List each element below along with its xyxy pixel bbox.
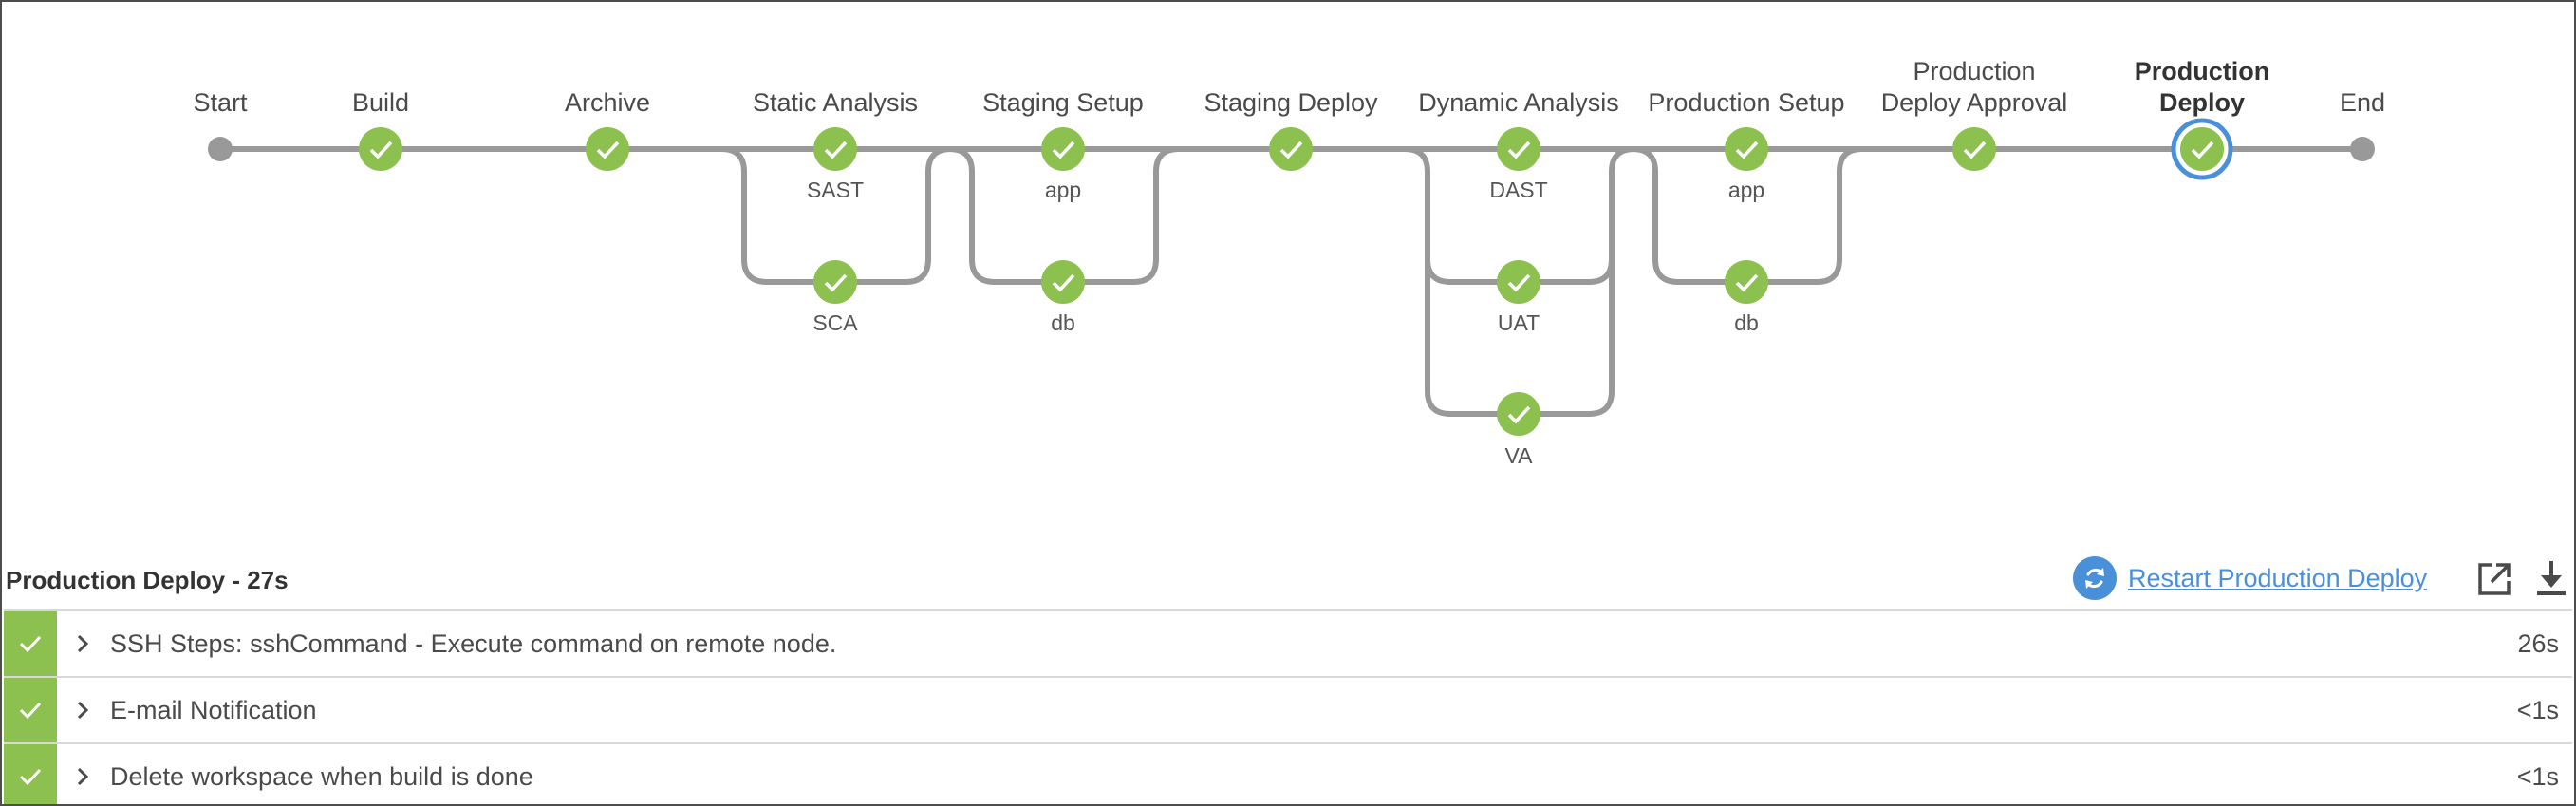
checkmark-icon [1963,141,1987,159]
checkmark-icon [19,635,42,653]
pipeline-graph: Start Build Archive Static Analysis Stag… [193,57,2385,468]
success-status-circle[interactable] [1269,127,1313,171]
stage-label-start: Start [193,88,248,117]
step-row[interactable]: Delete workspace when build is done <1s [4,742,2572,804]
success-status-circle[interactable] [1497,260,1540,304]
checkmark-icon [1052,273,1075,292]
staging-db-branch-node[interactable] [1041,260,1085,304]
success-status-circle[interactable] [1041,127,1085,171]
chevron-right-icon[interactable] [76,700,97,721]
checkmark-icon [596,141,620,159]
stage-label-production-setup: Production Setup [1648,88,1844,117]
step-status-success [4,611,57,676]
archive-stage-node[interactable] [586,127,629,171]
success-status-circle[interactable] [586,127,629,171]
stage-label-end: End [2340,88,2385,117]
stage-label-staging-deploy: Staging Deploy [1204,88,1378,117]
download-icon[interactable] [2534,558,2568,598]
step-status-success [4,744,57,804]
dast-branch-node[interactable] [1497,127,1540,171]
success-status-circle[interactable] [813,127,857,171]
branch-label-sast: SAST [807,178,864,202]
build-stage-node[interactable] [359,127,402,171]
chevron-right-icon[interactable] [76,766,97,787]
step-row[interactable]: SSH Steps: sshCommand - Execute command … [4,609,2572,676]
branch-label-sca: SCA [812,310,858,335]
step-details-title: Production Deploy - 27s [6,566,289,594]
stage-label-build: Build [352,88,409,117]
success-nodes [359,127,2224,436]
step-duration: 26s [2517,628,2559,658]
checkmark-icon [369,141,393,159]
checkmark-icon [2191,141,2214,159]
checkmark-icon [19,702,42,720]
step-name: Delete workspace when build is done [110,761,533,791]
success-status-circle[interactable] [359,127,402,171]
production-deploy-stage-node[interactable] [2180,127,2224,171]
sast-branch-node[interactable] [813,127,857,171]
end-node [2350,137,2375,161]
stage-label-production-deploy-line2: Deploy [2159,88,2245,117]
step-name: E-mail Notification [110,695,317,724]
branch-label-uat: UAT [1498,310,1540,335]
stage-label-production-deploy-line1: Production [2135,57,2270,85]
restart-stage-link[interactable]: Restart Production Deploy [2128,563,2428,592]
chevron-right-icon[interactable] [76,633,97,654]
branch-label-production-app: app [1728,178,1764,202]
uat-branch-node[interactable] [1497,260,1540,304]
step-details-header: Production Deploy - 27s Restart Producti… [4,553,2567,604]
checkmark-icon [824,273,848,292]
refresh-icon[interactable] [2073,556,2117,600]
success-status-circle[interactable] [1497,127,1540,171]
stage-label-dynamic-analysis: Dynamic Analysis [1418,88,1619,117]
branch-label-staging-db: db [1051,310,1075,335]
success-status-circle[interactable] [2180,127,2224,171]
checkmark-icon [1507,141,1531,159]
step-duration: <1s [2516,695,2559,724]
branch-label-va: VA [1505,443,1534,468]
success-status-circle[interactable] [1041,260,1085,304]
checkmark-icon [1279,141,1303,159]
production-app-branch-node[interactable] [1725,127,1768,171]
branch-label-production-db: db [1734,310,1759,335]
checkmark-icon [19,768,42,786]
stage-label-production-deploy-approval-line2: Deploy Approval [1881,88,2068,117]
start-node [208,137,233,161]
branch-label-staging-app: app [1045,178,1081,202]
pipeline-connections [217,146,2365,417]
success-status-circle[interactable] [1952,127,1996,171]
stage-label-static-analysis: Static Analysis [753,88,918,117]
checkmark-icon [824,141,848,159]
restart-stage-button[interactable]: Restart Production Deploy [2073,556,2427,600]
production-db-branch-node[interactable] [1725,260,1768,304]
success-status-circle[interactable] [1725,127,1768,171]
step-status-success [4,678,57,742]
step-name: SSH Steps: sshCommand - Execute command … [110,628,837,658]
stage-label-archive: Archive [565,88,650,117]
step-row[interactable]: E-mail Notification <1s [4,676,2572,742]
staging-app-branch-node[interactable] [1041,127,1085,171]
checkmark-icon [1735,141,1759,159]
production-deploy-approval-stage-node[interactable] [1952,127,1996,171]
success-status-circle[interactable] [1725,260,1768,304]
va-branch-node[interactable] [1497,392,1540,436]
branch-label-dast: DAST [1489,178,1547,202]
sca-branch-node[interactable] [813,260,857,304]
checkmark-icon [1507,405,1531,424]
checkmark-icon [1507,273,1531,292]
stage-label-staging-setup: Staging Setup [982,88,1144,117]
steps-list: SSH Steps: sshCommand - Execute command … [4,609,2572,804]
success-status-circle[interactable] [813,260,857,304]
step-duration: <1s [2516,761,2559,791]
open-external-icon[interactable] [2475,560,2513,598]
success-status-circle[interactable] [1497,392,1540,436]
stage-label-production-deploy-approval-line1: Production [1913,57,2035,85]
staging-deploy-stage-node[interactable] [1269,127,1313,171]
checkmark-icon [1735,273,1759,292]
checkmark-icon [1052,141,1075,159]
